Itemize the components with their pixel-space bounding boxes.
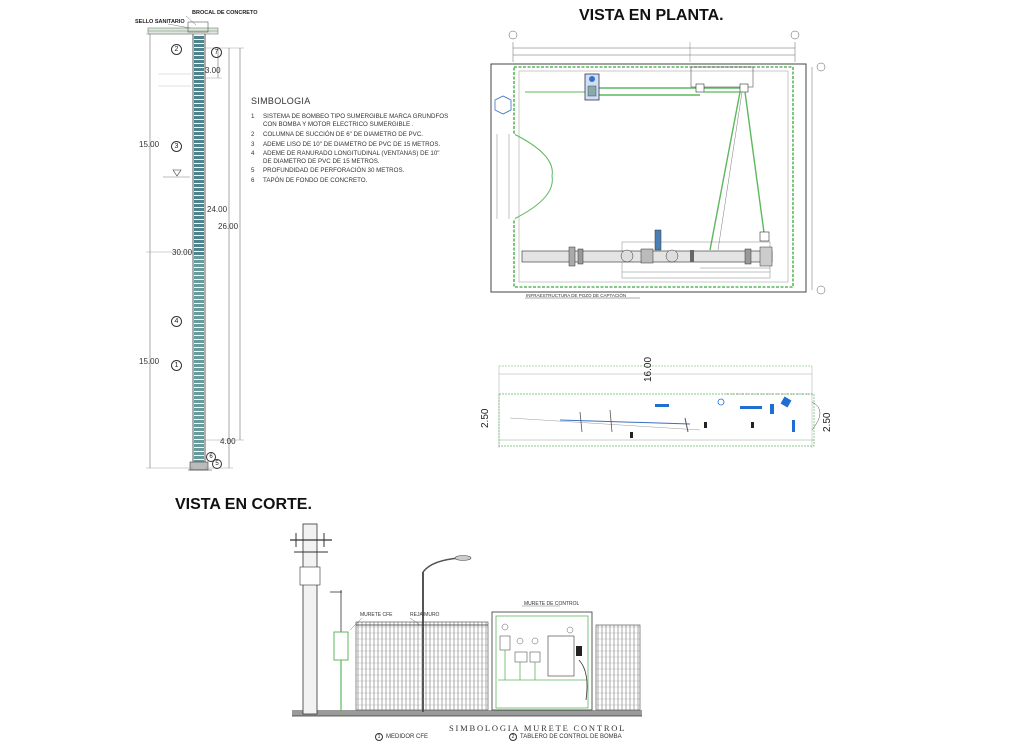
well-dim-right-1: 3.00 xyxy=(205,66,221,75)
section-label-murete-cfe: MURETE CFE xyxy=(360,612,393,618)
section-view-title: VISTA EN CORTE. xyxy=(175,496,312,513)
well-top-label-brocal: BROCAL DE CONCRETO xyxy=(192,10,258,16)
well-marker-6: 6 xyxy=(206,452,216,462)
section-label-fence: REJA/MURO xyxy=(410,612,440,618)
well-dim-right-3: 26.00 xyxy=(218,222,239,231)
legend-item: CON BOMBA Y MOTOR ELECTRICO SUMERGIBLE . xyxy=(263,120,414,128)
well-marker-1: 1 xyxy=(171,360,182,371)
well-dim-right-4: 4.00 xyxy=(220,437,236,446)
plan-caption: INFRAESTRUCTURA DE POZO DE CAPTACIÓN xyxy=(526,293,627,298)
well-dim-left-1: 15.00 xyxy=(139,140,160,149)
well-dim-left-2: 30.00 xyxy=(172,248,193,257)
well-marker-2: 2 xyxy=(171,44,182,55)
section-legend-title: SIMBOLOGIA MURETE CONTROL xyxy=(449,723,627,733)
well-marker-5: 5 xyxy=(212,459,222,469)
legend-title: SIMBOLOGIA xyxy=(251,96,311,106)
section-legend-item: 2 TABLERO DE CONTROL DE BOMBA xyxy=(509,733,622,741)
well-dim-right-2: 24.00 xyxy=(207,205,228,214)
legend-item: DE DIAMETRO DE PVC DE 15 METROS. xyxy=(263,157,380,165)
well-top-label-sello: SELLO SANITARIO xyxy=(135,19,185,25)
section-legend-item: 1 MEDIDOR CFE xyxy=(375,733,428,741)
well-marker-7: 7 xyxy=(211,47,222,58)
well-marker-4: 4 xyxy=(171,316,182,327)
well-dim-left-3: 15.00 xyxy=(139,357,160,366)
plan-view-title: VISTA EN PLANTA. xyxy=(579,7,724,24)
well-marker-3: 3 xyxy=(171,141,182,152)
section-label-murete-control: MURETE DE CONTROL xyxy=(524,601,580,607)
